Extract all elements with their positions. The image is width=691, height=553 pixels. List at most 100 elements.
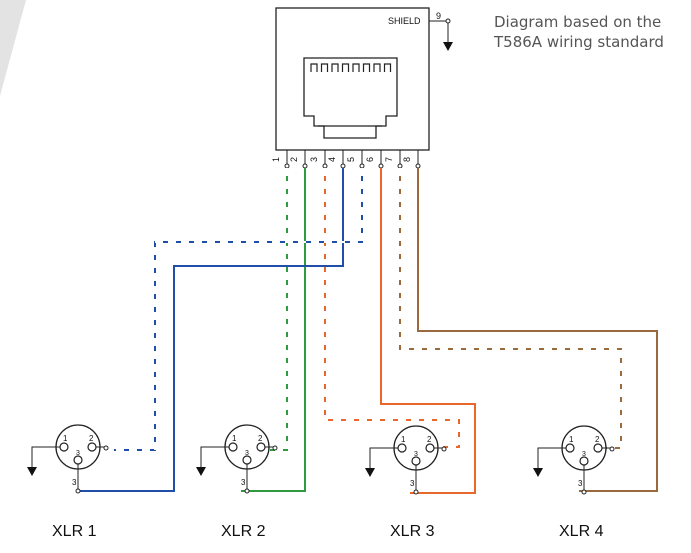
xlr-pin-3-label: 3: [76, 450, 80, 457]
ground-lead: [31, 446, 60, 467]
xlr-pin-1-label: 1: [63, 434, 68, 443]
pin-terminal: [359, 163, 365, 169]
pin-number: 6: [365, 157, 375, 162]
wire-solid: [241, 168, 306, 492]
pin-terminal: [415, 163, 421, 169]
contact-tooth: [362, 63, 371, 72]
xlr-pin-3-label: 3: [245, 450, 249, 457]
pin-3-terminal: [244, 488, 250, 494]
xlr-connector-3: 1 2 3 3: [365, 425, 447, 495]
pin-number: 4: [327, 157, 337, 162]
pin-2-terminal: [609, 446, 615, 452]
contact-tooth: [320, 63, 329, 72]
rj45-contacts: [310, 63, 392, 72]
contact-tooth: [310, 63, 318, 72]
ground-icon: [196, 467, 206, 476]
xlr-pin-3-terminal-label: 3: [410, 479, 415, 488]
wire-stripe: [114, 168, 363, 451]
shield-terminal: [445, 18, 451, 24]
ground-icon: [365, 468, 375, 477]
pin-terminal: [302, 163, 308, 169]
pin-terminal: [378, 163, 384, 169]
xlr-2-label: XLR 2: [221, 523, 266, 540]
contact-tooth: [373, 63, 381, 72]
xlr-pin-1: [565, 443, 575, 453]
standard-caption: Diagram based on the T586A wiring standa…: [494, 12, 664, 52]
caption-line-2: T586A wiring standard: [494, 33, 664, 51]
shield-lead: [429, 20, 449, 42]
xlr-pin-2: [87, 442, 97, 452]
xlr-3-label: XLR 3: [390, 523, 435, 540]
xlr-connector-4: 1 2 3 3: [533, 425, 615, 495]
pin-number: 7: [384, 157, 394, 162]
pin-number: 2: [289, 157, 299, 162]
xlr-pin-3-terminal-label: 3: [241, 478, 246, 487]
pin-number: 1: [271, 157, 281, 162]
xlr-pin-3-label: 3: [414, 451, 418, 458]
xlr-pin-2-label: 2: [427, 435, 432, 444]
ground-icon: [533, 468, 543, 477]
xlr-1-label: XLR 1: [52, 523, 97, 540]
xlr-pin-3-terminal-label: 3: [72, 478, 77, 487]
xlr-pin-2-label: 2: [89, 434, 94, 443]
xlr-connectors: 1 2 3 3 1 2 3 3 1 2 3 3 1 2 3 3: [27, 424, 615, 495]
contact-tooth: [352, 63, 360, 72]
wire-solid: [399, 168, 622, 449]
wire-solid: [380, 168, 476, 494]
ground-icon: [27, 467, 37, 476]
xlr-pin-3: [411, 456, 421, 466]
shield-pin-number: 9: [436, 11, 441, 21]
xlr-pin-1-label: 1: [232, 434, 237, 443]
ground-lead: [200, 446, 229, 467]
pin-number: 5: [346, 157, 356, 162]
xlr-pin-3: [242, 455, 252, 465]
wire-stripe: [399, 168, 622, 449]
xlr-pin-3: [579, 456, 589, 466]
rj45-socket-icon: [303, 57, 398, 139]
xlr-pin-1-label: 1: [401, 435, 406, 444]
pin-terminal: [397, 163, 403, 169]
ground-lead: [537, 447, 566, 468]
wire-stripe: [269, 168, 288, 451]
xlr-connector-2: 1 2 3 3: [196, 424, 278, 494]
xlr-pin-2: [256, 442, 266, 452]
xlr-connector-1: 1 2 3 3: [27, 424, 109, 494]
pin-2-terminal: [441, 446, 447, 452]
xlr-pin-1: [397, 443, 407, 453]
xlr-pin-1-label: 1: [569, 435, 574, 444]
pin-3-terminal: [581, 489, 587, 495]
wire-stripe: [324, 168, 460, 448]
xlr-pin-2: [593, 443, 603, 453]
contact-tooth: [341, 63, 350, 72]
pin-2-terminal: [103, 445, 109, 451]
pin-number: 3: [309, 157, 319, 162]
caption-line-1: Diagram based on the: [494, 13, 662, 31]
ground-lead: [369, 447, 398, 468]
xlr-pin-1: [59, 442, 69, 452]
pin-terminal: [284, 163, 290, 169]
pin-number: 8: [402, 157, 412, 162]
shield-label: SHIELD: [388, 16, 421, 26]
background-banner: [0, 0, 26, 96]
xlr-pin-1: [228, 442, 238, 452]
xlr-pin-2: [425, 443, 435, 453]
wires: [76, 168, 658, 494]
wire-solid: [76, 168, 344, 492]
xlr-pin-3-terminal-label: 3: [578, 479, 583, 488]
xlr-pin-2-label: 2: [595, 435, 600, 444]
wire-solid: [417, 168, 658, 492]
shield-ground-icon: [443, 42, 453, 51]
pin-terminal: [322, 163, 328, 169]
rj45-body: [275, 7, 430, 151]
pin-terminal: [340, 163, 346, 169]
pin-3-terminal: [413, 489, 419, 495]
rj45-connector: SHIELD 9: [275, 7, 453, 151]
contact-tooth: [383, 63, 392, 72]
xlr-pin-3-label: 3: [582, 451, 586, 458]
xlr-pin-3: [73, 455, 83, 465]
xlr-4-label: XLR 4: [559, 523, 604, 540]
rj45-pin-numbers: 1 2 3 4 5 6 7 8: [271, 157, 412, 162]
xlr-pin-2-label: 2: [258, 434, 263, 443]
contact-tooth: [331, 63, 339, 72]
